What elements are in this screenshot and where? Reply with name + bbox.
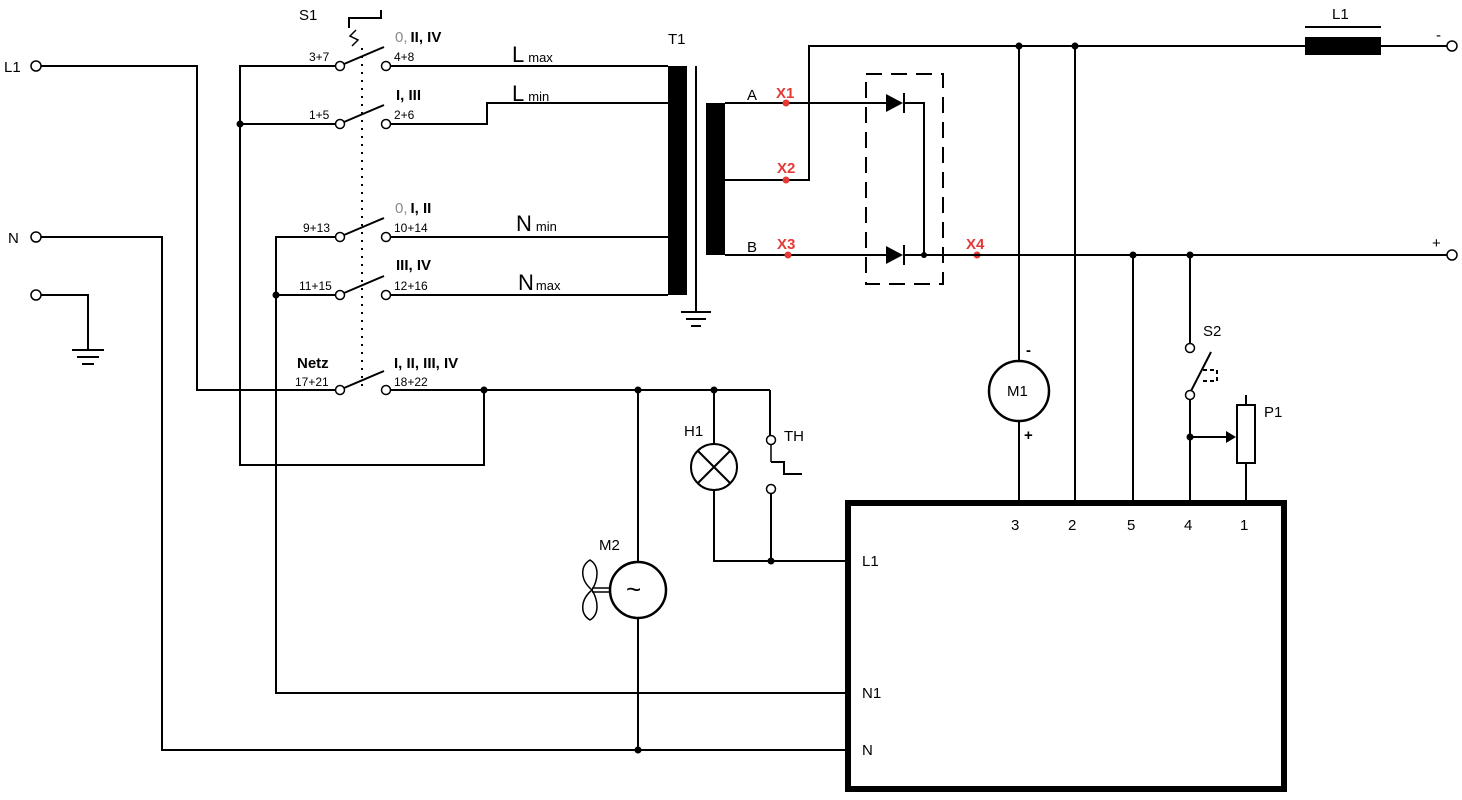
control-box-in-n: N (862, 742, 873, 759)
s1-c1-state: 0,II, IV (395, 29, 441, 46)
s1-c3-right-label: 10+14 (394, 221, 428, 235)
terminal-output-negative-label: - (1436, 27, 1441, 44)
point-x4-label: X4 (966, 236, 985, 253)
point-x1-label: X1 (776, 85, 794, 102)
control-box-pin2: 2 (1068, 517, 1076, 534)
s1-c1-right-label: 4+8 (394, 50, 415, 64)
terminal-output-positive-label: + (1432, 235, 1441, 252)
s2-contact-top (1184, 342, 1196, 354)
lamp-h1-label: H1 (684, 423, 703, 440)
diode-upper (870, 93, 925, 255)
terminal-output-positive (1446, 249, 1458, 261)
s2-blade (1190, 351, 1212, 392)
terminal-l1-label: L1 (4, 59, 21, 76)
ground-symbol-transformer (681, 66, 711, 327)
fan-motor-m2-label: M2 (599, 537, 620, 554)
point-x2-label: X2 (777, 160, 795, 177)
control-box-in-n1: N1 (862, 685, 881, 702)
wire-l1-to-netz (41, 65, 337, 391)
potentiometer-p1 (1190, 395, 1256, 503)
s1-c5-right-label: 18+22 (394, 375, 428, 389)
s1-c1-left-label: 3+7 (309, 50, 330, 64)
s1-c3-left-label: 9+13 (303, 221, 330, 235)
point-x3 (784, 251, 792, 259)
s1-contact-netz (334, 370, 392, 396)
pot-p1-label: P1 (1264, 404, 1282, 421)
fan-blade-icon (582, 559, 610, 621)
junction (480, 386, 488, 394)
s1-contact-4 (334, 275, 392, 301)
t1-secondary-winding (706, 103, 725, 255)
thermostat-label: TH (784, 428, 804, 445)
motor-m1-minus: - (1026, 342, 1031, 359)
s2-contact-bottom (1184, 389, 1196, 401)
wire-lmin (391, 102, 668, 125)
t1-label: T1 (668, 31, 686, 48)
wire-n-to-box (41, 236, 848, 751)
s1-contact-3 (334, 217, 392, 243)
point-x3-label: X3 (777, 236, 795, 253)
s1-c5-left-label: 17+21 (295, 375, 329, 389)
point-x2 (782, 176, 790, 184)
s2-label: S2 (1203, 323, 1221, 340)
motor-m1-label: M1 (1007, 383, 1028, 400)
terminal-n (30, 231, 42, 243)
wire-sec-center-negative (725, 45, 1450, 181)
control-box (845, 500, 1287, 792)
control-box-pin5: 5 (1127, 517, 1135, 534)
terminal-output-negative (1446, 40, 1458, 52)
choke-l1-label: L1 (1332, 6, 1349, 23)
s1-c2-right-label: 2+6 (394, 108, 415, 122)
s1-c4-state: III, IV (396, 257, 431, 274)
control-box-pin1: 1 (1240, 517, 1248, 534)
s1-label: S1 (299, 7, 317, 24)
s2-actuator-icon (1203, 369, 1218, 382)
diode-lower (870, 245, 905, 265)
control-box-in-l1: L1 (862, 553, 879, 570)
ground-symbol-input (41, 294, 104, 365)
t1-sec-a-label: A (747, 87, 757, 104)
th-contact-bottom (765, 483, 777, 495)
th-contact-top (765, 434, 777, 446)
s1-actuator-icon (348, 10, 382, 47)
s1-c4-left-label: 11+15 (299, 279, 332, 293)
lamp-h1-icon (690, 443, 738, 491)
rectifier-enclosure (865, 73, 944, 285)
t1-primary-winding (668, 66, 687, 295)
s1-c4-right-label: 12+16 (394, 279, 428, 293)
fan-motor-m2-symbol: ~ (626, 574, 641, 604)
wire-h1-to-l1 (713, 490, 848, 562)
terminal-l1 (30, 60, 42, 72)
wire-n1-bus (275, 236, 848, 694)
s1-contact-1 (334, 46, 392, 72)
control-box-pin4: 4 (1184, 517, 1192, 534)
t1-sec-b-label: B (747, 239, 757, 256)
terminal-n-label: N (8, 230, 19, 247)
wire-l-bus (239, 65, 485, 466)
junction (634, 746, 642, 754)
s1-netz-title: Netz (297, 355, 329, 372)
terminal-pe (30, 289, 42, 301)
thermostat-icon (771, 461, 802, 475)
choke-l1 (1305, 37, 1381, 55)
s1-c5-state: I, II, III, IV (394, 355, 458, 372)
s1-c2-left-label: 1+5 (309, 108, 330, 122)
s1-c2-state: I, III (396, 87, 421, 104)
point-x1 (782, 99, 790, 107)
control-box-pin3: 3 (1011, 517, 1019, 534)
s1-c3-state: 0,I, II (395, 200, 431, 217)
s1-contact-2 (334, 104, 392, 130)
motor-m1-plus: + (1024, 427, 1033, 444)
junction (236, 120, 244, 128)
junction (272, 291, 280, 299)
